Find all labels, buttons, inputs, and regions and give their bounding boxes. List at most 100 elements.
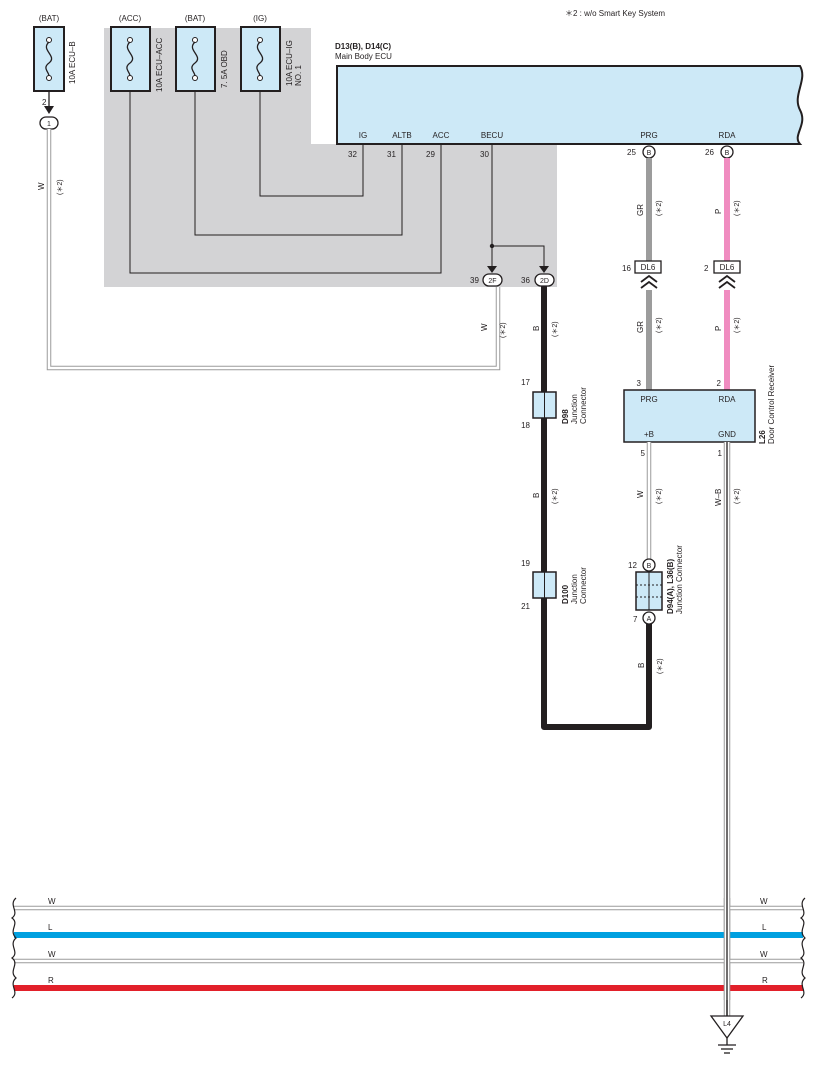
wire-note: (＊2)	[552, 488, 559, 504]
fuse-icon	[45, 41, 53, 77]
wire-color-code: W	[37, 182, 46, 190]
wire-note: (＊2)	[656, 488, 663, 504]
ground-symbol-icon	[718, 1044, 736, 1054]
wire-color-code: B	[532, 326, 541, 331]
terminal-label: BECU	[481, 131, 503, 140]
wire-note: (＊2)	[656, 200, 663, 216]
receiver-name: Door Control Receiver	[767, 365, 776, 444]
wire-note: (＊2)	[57, 179, 64, 195]
bus-color-code: R	[48, 976, 54, 985]
pin-number: 2	[42, 98, 47, 107]
fuse-name: 7. 5A OBD	[220, 50, 229, 88]
wire-color-code: P	[714, 209, 723, 214]
connector-circle	[642, 611, 656, 625]
terminal-label: ALTB	[392, 131, 411, 140]
fuse-supply-label: (IG)	[253, 14, 267, 23]
internal-wire	[129, 91, 442, 274]
pin-number: 30	[480, 150, 489, 159]
break-mark-right	[800, 897, 806, 999]
fuse-name: 10A ECU–ACC	[155, 38, 164, 92]
connector-letter: B	[647, 563, 652, 570]
ecu-id: D13(B), D14(C)	[335, 42, 391, 51]
terminal-label: PRG	[640, 131, 657, 140]
terminal-label: ACC	[433, 131, 450, 140]
bus-color-code: L	[762, 923, 767, 932]
bus-color-code: W	[48, 897, 56, 906]
junction-id: D98	[561, 409, 570, 424]
connector-circle	[642, 558, 656, 572]
door-control-receiver-box	[623, 389, 756, 443]
terminal-label: RDA	[719, 395, 737, 404]
ground-point-icon	[709, 1015, 745, 1040]
fuse-name: 10A ECU–IG	[285, 40, 294, 86]
break-mark-left	[11, 897, 17, 999]
bus-color-code: W	[48, 950, 56, 959]
dl6-connector	[713, 260, 741, 274]
junction-name-line2: Connector	[579, 387, 588, 424]
ecu-name: Main Body ECU	[335, 52, 392, 61]
wire-note: (＊2)	[734, 488, 741, 504]
chevron-up-icon	[718, 274, 736, 289]
pin-number: 19	[521, 559, 530, 568]
splice-point	[489, 243, 495, 249]
connector-letter: B	[725, 150, 730, 157]
ground-id: L4	[723, 1021, 731, 1028]
connector-name: DL6	[641, 263, 656, 272]
receiver-id: L26	[758, 430, 767, 444]
connector-name: DL6	[720, 263, 735, 272]
wire-color-code: W–B	[714, 489, 723, 506]
fuse-icon	[256, 41, 264, 77]
wire-color-code: W	[636, 490, 645, 498]
pin-number: 16	[622, 264, 631, 273]
pin-number: 32	[348, 150, 357, 159]
pin-number: 12	[628, 561, 637, 570]
junction-name: Junction	[570, 394, 579, 424]
junction-name-line2: Connector	[579, 567, 588, 604]
footnote-text: ＊2 : w/o Smart Key System	[565, 9, 665, 18]
pin-number: 2	[717, 379, 722, 388]
pin-number: 26	[705, 148, 714, 157]
fuse-supply-label: (BAT)	[185, 14, 206, 23]
bus-color-code: L	[48, 923, 53, 932]
fuse-icon	[126, 41, 134, 77]
bus-color-code: R	[762, 976, 768, 985]
pin-number: 5	[641, 449, 646, 458]
bus-color-code: W	[760, 897, 768, 906]
pin-number: 36	[521, 276, 530, 285]
wire-note: (＊2)	[657, 658, 664, 674]
fuse-name: 10A ECU–B	[68, 41, 77, 84]
bus-color-code: W	[760, 950, 768, 959]
wire-color-code: P	[714, 326, 723, 331]
connector-code: 2D	[540, 278, 549, 285]
main-body-ecu-box	[336, 65, 804, 145]
connector-letter: A	[647, 616, 652, 623]
fuse-ecu-ig-no1	[240, 26, 281, 92]
wire-color-code: GR	[636, 204, 645, 216]
pin-number: 25	[627, 148, 636, 157]
pin-number: 39	[470, 276, 479, 285]
terminal-label: IG	[359, 131, 367, 140]
fuse-obd	[175, 26, 216, 92]
terminal-label: GND	[718, 430, 736, 439]
bus-lines	[11, 897, 806, 999]
wire-b	[541, 286, 652, 730]
connector-arrow-icon	[44, 106, 54, 114]
connector-arrow-icon	[487, 266, 497, 273]
junction-id: D94(A), L36(B)	[666, 559, 675, 614]
wire-note: (＊2)	[734, 317, 741, 333]
pin-number: 3	[637, 379, 642, 388]
fuse-supply-label: (BAT)	[39, 14, 60, 23]
junction-name: Junction	[570, 574, 579, 604]
connector-letter: B	[647, 150, 652, 157]
pin-number: 1	[718, 449, 723, 458]
connector-code: 2F	[488, 278, 496, 285]
connector-arrow-icon	[539, 266, 549, 273]
dl6-connector	[634, 260, 662, 274]
pin-number: 17	[521, 378, 530, 387]
internal-wire	[259, 91, 364, 197]
fuse-name-line2: NO. 1	[294, 65, 303, 86]
ecu-shaded-area	[104, 28, 557, 287]
connector-oval	[482, 273, 503, 287]
junction-id: D100	[561, 584, 570, 604]
